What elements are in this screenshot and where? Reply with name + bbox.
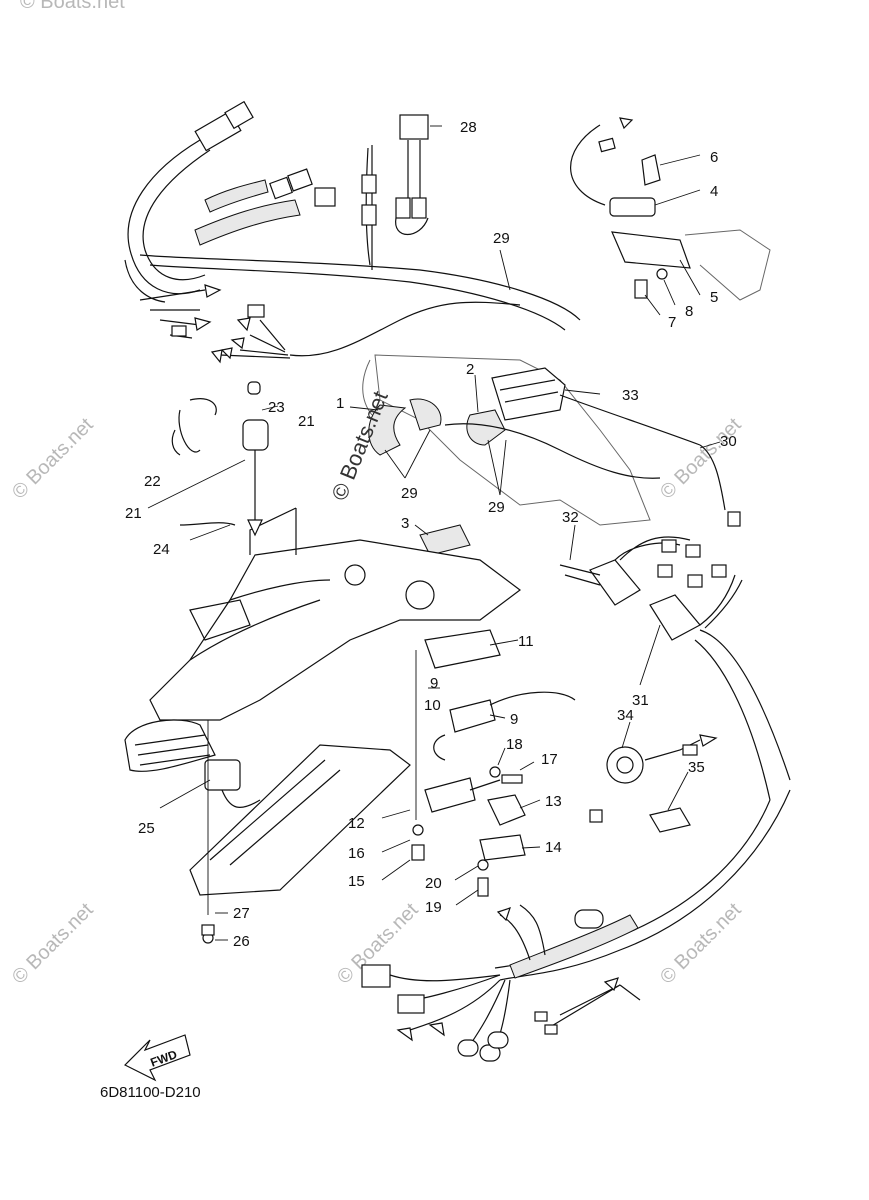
- callout-2: 2: [466, 361, 474, 378]
- part-3-label-plate: [419, 524, 471, 556]
- small-parts-group: [171, 381, 269, 944]
- callout-7: 7: [668, 314, 676, 331]
- callout-33: 33: [622, 387, 639, 404]
- callout-29-mid-right: 29: [488, 499, 505, 516]
- callout-4: 4: [710, 183, 718, 200]
- callout-29-mid-left: 29: [401, 485, 418, 502]
- callout-19: 19: [425, 899, 442, 916]
- fwd-arrow: FWD: [123, 1034, 191, 1082]
- callout-12: 12: [348, 815, 365, 832]
- callout-9-lower: 9: [510, 711, 518, 728]
- corner-watermarks: © Boats.net © Boats.net © Boats.net © Bo…: [8, 0, 746, 989]
- leader-lines: [147, 125, 721, 941]
- switch-parts-group: [411, 629, 576, 897]
- callout-14: 14: [545, 839, 562, 856]
- part-28-harness: [361, 114, 429, 270]
- callout-29-top: 29: [493, 230, 510, 247]
- callout-16: 16: [348, 845, 365, 862]
- callout-30: 30: [720, 433, 737, 450]
- callout-31: 31: [632, 692, 649, 709]
- callout-18: 18: [506, 736, 523, 753]
- callout-15: 15: [348, 873, 365, 890]
- tiller-handle: [124, 507, 521, 772]
- main-harness: [124, 100, 581, 364]
- callout-35: 35: [688, 759, 705, 776]
- callout-17: 17: [541, 751, 558, 768]
- callout-8: 8: [685, 303, 693, 320]
- watermark-right-mid: © Boats.net: [656, 414, 746, 504]
- callout-32: 32: [562, 509, 579, 526]
- watermark-top-left: © Boats.net: [20, 0, 125, 13]
- callout-25: 25: [138, 820, 155, 837]
- sensor-assembly: [570, 117, 771, 301]
- callout-21-bottom: 21: [125, 505, 142, 522]
- diagram-code: 6D81100-D210: [100, 1084, 201, 1101]
- callout-9-upper: 9: [430, 675, 438, 692]
- callout-10: 10: [424, 697, 441, 714]
- callout-21-top: 21: [298, 413, 315, 430]
- callout-20: 20: [425, 875, 442, 892]
- callout-5: 5: [710, 289, 718, 306]
- callout-1: 1: [336, 395, 344, 412]
- callout-23: 23: [268, 399, 285, 416]
- callout-26: 26: [233, 933, 250, 950]
- callout-27: 27: [233, 905, 250, 922]
- watermark-left-mid: © Boats.net: [8, 414, 98, 504]
- watermark-left-low: © Boats.net: [8, 899, 98, 989]
- callout-13: 13: [545, 793, 562, 810]
- base-plate: [189, 744, 411, 896]
- callout-3: 3: [401, 515, 409, 532]
- boot-and-switch-group: [368, 367, 741, 527]
- connector-group-31-32: [559, 536, 791, 801]
- part-34-35-group: [589, 734, 718, 833]
- callout-24: 24: [153, 541, 170, 558]
- callout-labels: 28 6 4 29 5 8 7 2 33 1 23 21 30 22 29 29…: [125, 119, 737, 950]
- callout-6: 6: [710, 149, 718, 166]
- callout-34: 34: [617, 707, 634, 724]
- callout-22: 22: [144, 473, 161, 490]
- lower-harness: [361, 789, 791, 1062]
- callout-11: 11: [518, 633, 534, 650]
- callout-28: 28: [460, 119, 477, 136]
